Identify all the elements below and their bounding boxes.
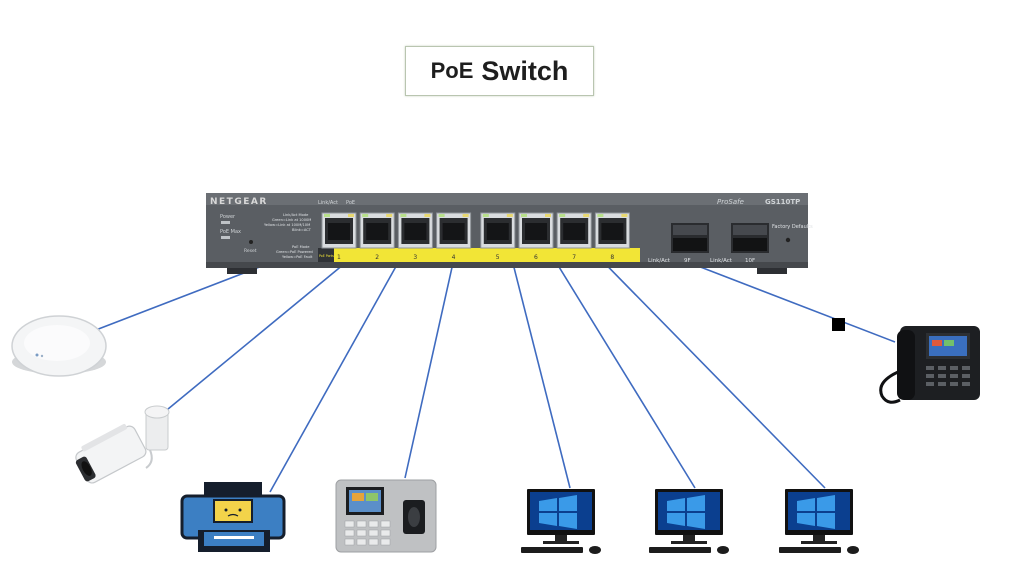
ethernet-ports: 1 2 3 4 5 6 7 8 bbox=[321, 212, 630, 261]
port-number-label: 6 bbox=[534, 254, 538, 261]
ethernet-port-3[interactable]: 3 bbox=[397, 212, 433, 261]
ethernet-port-4[interactable]: 4 bbox=[436, 212, 472, 261]
ethernet-port-7[interactable]: 7 bbox=[556, 212, 592, 261]
diagram-title: PoE Switch bbox=[405, 46, 594, 96]
legend-line: Yellow=PoE Fault bbox=[282, 255, 313, 259]
status-power-label: Power bbox=[220, 214, 236, 220]
access-point-icon bbox=[11, 315, 107, 377]
legend-line: PoE Mode bbox=[292, 245, 310, 249]
desktop-computer-1-icon bbox=[521, 489, 601, 554]
cable-computer-3 bbox=[577, 235, 826, 489]
biometric-terminal-icon bbox=[335, 479, 437, 553]
poe-max-led bbox=[221, 236, 230, 239]
desktop-computer-2-icon bbox=[649, 489, 729, 554]
sfp-port-1[interactable] bbox=[671, 223, 709, 253]
poe-mode-legend: PoE Mode Green=PoE Powered Yellow=PoE Fa… bbox=[276, 245, 313, 259]
reset-button[interactable] bbox=[249, 240, 253, 244]
cable-biometric-terminal bbox=[404, 235, 460, 479]
port-number-label: 4 bbox=[452, 254, 456, 261]
port-number-label: 2 bbox=[375, 254, 379, 261]
ethernet-port-8[interactable]: 8 bbox=[594, 212, 630, 261]
ethernet-port-1[interactable]: 1 bbox=[321, 212, 357, 261]
printer-icon bbox=[180, 482, 286, 552]
ip-phone-icon bbox=[879, 326, 980, 404]
port-number-label: 5 bbox=[496, 254, 500, 261]
link-mode-legend: Link/Act Mode Green=Link at 1000M Yellow… bbox=[264, 213, 312, 232]
switch-poe-header: PoE bbox=[346, 200, 355, 206]
title-part-poe: PoE bbox=[430, 58, 474, 83]
factory-defaults-button[interactable] bbox=[785, 237, 791, 243]
switch-link-act-header: Link/Act bbox=[318, 200, 338, 206]
legend-line: Blink=ACT bbox=[292, 228, 312, 232]
switch-model: GS110TP bbox=[765, 198, 800, 206]
poe-port-strip bbox=[318, 248, 640, 262]
legend-line: Yellow=Link at 100M/10M bbox=[264, 223, 310, 227]
sfp-port-10f-label: 10F bbox=[745, 258, 755, 264]
cable-computer-2 bbox=[539, 235, 696, 489]
sfp-link-label-1: Link/Act bbox=[648, 258, 671, 264]
sfp-port-9f-label: 9F bbox=[684, 258, 691, 264]
cable-junction bbox=[832, 318, 845, 331]
ip-camera-icon bbox=[75, 405, 170, 484]
sfp-port-2[interactable] bbox=[731, 223, 769, 253]
sfp-link-label-2: Link/Act bbox=[710, 258, 733, 264]
switch-brand: NETGEAR bbox=[210, 197, 268, 207]
factory-defaults-label: Factory Defaults bbox=[772, 224, 813, 230]
port-number-label: 7 bbox=[572, 254, 576, 261]
port-number-label: 3 bbox=[413, 254, 417, 261]
switch-model-prefix: ProSafe bbox=[717, 198, 744, 206]
cable-computer-1 bbox=[505, 235, 571, 489]
port-number-label: 8 bbox=[610, 254, 614, 261]
title-part-switch: Switch bbox=[481, 55, 569, 86]
status-poe-max-label: PoE Max bbox=[220, 229, 241, 235]
legend-line: Green=PoE Powered bbox=[276, 250, 313, 254]
legend-line: Link/Act Mode bbox=[283, 213, 309, 217]
status-reset-label: Reset bbox=[244, 248, 257, 254]
cables bbox=[87, 235, 896, 493]
port-number-label: 1 bbox=[337, 254, 341, 261]
poe-ports-badge bbox=[318, 248, 334, 262]
poe-switch: NETGEAR Link/Act PoE ProSafe GS110TP Pow… bbox=[206, 193, 813, 274]
ethernet-port-5[interactable]: 5 bbox=[480, 212, 516, 261]
desktop-computer-3-icon bbox=[779, 489, 859, 554]
ethernet-port-6[interactable]: 6 bbox=[518, 212, 554, 261]
legend-line: Green=Link at 1000M bbox=[272, 218, 311, 222]
cable-printer bbox=[269, 235, 414, 493]
poe-ports-badge-label: PoE Ports bbox=[319, 254, 334, 258]
ethernet-port-2[interactable]: 2 bbox=[359, 212, 395, 261]
power-led bbox=[221, 221, 230, 224]
